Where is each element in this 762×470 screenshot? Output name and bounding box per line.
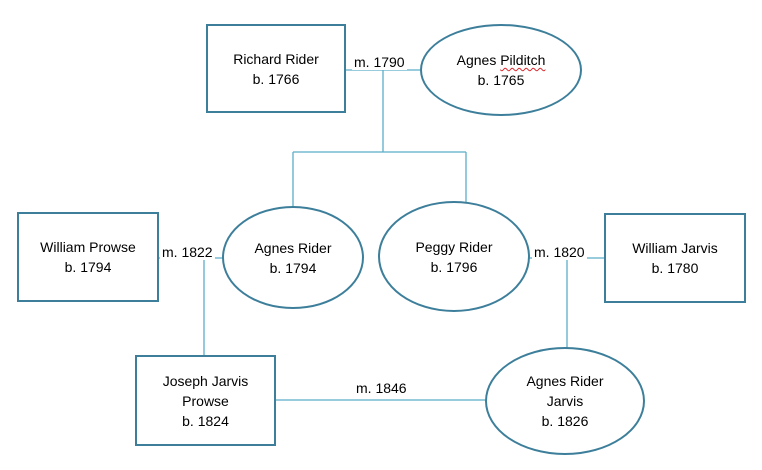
marriage-label-1790: m. 1790 bbox=[352, 54, 407, 70]
person-name: Peggy Rider bbox=[415, 238, 493, 255]
marriage-label-1822: m. 1822 bbox=[160, 244, 215, 260]
person-ellipse-agnes-rider: Agnes Rider b. 1794 bbox=[222, 206, 364, 309]
person-name-line-2: Prowse bbox=[182, 392, 229, 409]
person-ellipse-peggy-rider: Peggy Rider b. 1796 bbox=[378, 201, 530, 312]
person-name: William Prowse bbox=[40, 239, 136, 255]
person-name: Agnes Pilditch bbox=[457, 50, 546, 70]
person-name: Richard Rider bbox=[233, 50, 319, 67]
person-name-line-1: Joseph Jarvis bbox=[162, 372, 249, 389]
name-surname-spellcheck: Pilditch bbox=[500, 52, 546, 68]
person-name: William Jarvis bbox=[632, 240, 718, 256]
person-birth-year: b. 1824 bbox=[182, 412, 229, 429]
person-birth-year: b. 1766 bbox=[252, 70, 300, 87]
person-birth-year: b. 1794 bbox=[64, 259, 112, 275]
marriage-label-1820: m. 1820 bbox=[532, 244, 587, 260]
name-given: Agnes bbox=[456, 52, 501, 68]
person-ellipse-agnes-rider-jarvis: Agnes Rider Jarvis b. 1826 bbox=[485, 347, 645, 455]
person-ellipse-agnes-pilditch: Agnes Pilditch b. 1765 bbox=[420, 24, 582, 116]
person-box-richard-rider: Richard Rider b. 1766 bbox=[206, 24, 346, 113]
person-birth-year: b. 1780 bbox=[651, 260, 699, 276]
person-box-joseph-jarvis-prowse: Joseph Jarvis Prowse b. 1824 bbox=[135, 355, 276, 446]
person-name-line-1: Agnes Rider bbox=[526, 373, 604, 389]
person-birth-year: b. 1794 bbox=[269, 259, 317, 276]
person-birth-year: b. 1765 bbox=[477, 72, 525, 88]
person-birth-year: b. 1796 bbox=[430, 258, 478, 275]
marriage-label-1846: m. 1846 bbox=[354, 380, 409, 396]
person-box-william-prowse: William Prowse b. 1794 bbox=[17, 212, 159, 302]
person-name: Agnes Rider bbox=[254, 239, 332, 256]
person-box-william-jarvis: William Jarvis b. 1780 bbox=[604, 213, 746, 303]
person-name-line-2: Jarvis bbox=[546, 393, 584, 409]
person-birth-year: b. 1826 bbox=[541, 413, 589, 429]
